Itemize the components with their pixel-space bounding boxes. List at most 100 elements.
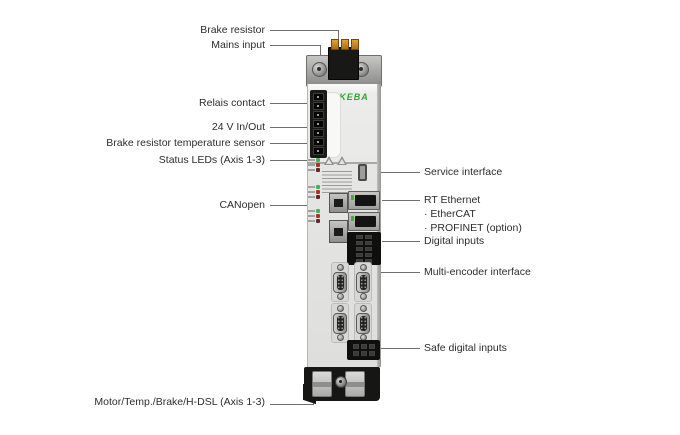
encoder-dsub-connector xyxy=(354,262,372,302)
status-led-off xyxy=(316,195,320,199)
status-led-off xyxy=(316,168,320,172)
label-relais-contact: Relais contact xyxy=(199,97,265,109)
service-interface-port xyxy=(358,164,367,181)
leader-line xyxy=(270,127,311,128)
status-led-green xyxy=(316,158,320,162)
label-brake-resistor-temp-sensor: Brake resistor temperature sensor xyxy=(106,137,265,149)
label-digital-inputs: Digital inputs xyxy=(424,235,485,247)
leader-line xyxy=(270,103,311,104)
jack-screw xyxy=(336,264,344,271)
status-led-red xyxy=(316,163,320,167)
jack-screw xyxy=(359,293,367,300)
24v-terminal xyxy=(313,111,324,119)
status-led-off xyxy=(316,219,320,223)
leader-line xyxy=(368,172,420,173)
label-rt-ethernet: RT Ethernet xyxy=(424,194,481,206)
label-brake-resistor: Brake resistor xyxy=(200,24,265,36)
label-status-leds: Status LEDs (Axis 1-3) xyxy=(158,154,265,166)
dsub-shell xyxy=(356,271,370,293)
label-safe-digital-inputs: Safe digital inputs xyxy=(424,342,507,354)
canopen-connector xyxy=(329,220,348,243)
ethernet-port xyxy=(348,191,380,210)
brake-resistor-terminal xyxy=(341,39,349,50)
warning-icon xyxy=(337,156,347,165)
led-label-mark xyxy=(308,164,315,166)
encoder-dsub-connector xyxy=(354,303,372,343)
brake-resistor-terminal xyxy=(331,39,339,50)
link-led xyxy=(351,195,354,200)
24v-terminal xyxy=(313,120,324,128)
canopen-connector xyxy=(329,193,348,213)
label-motor-temp-brake-hdsl: Motor/Temp./Brake/H-DSL (Axis 1-3) xyxy=(94,396,265,408)
connector-opening xyxy=(334,227,343,236)
motor-connector-base xyxy=(304,367,380,401)
encoder-dsub-connector xyxy=(331,262,349,302)
led-label-mark xyxy=(308,210,315,212)
leader-line xyxy=(338,30,339,46)
warning-fine-print xyxy=(322,171,352,195)
label-canopen: CANopen xyxy=(219,199,265,211)
connector-opening xyxy=(334,199,343,207)
jack-screw xyxy=(336,305,344,312)
label-profinet: · PROFINET (option) xyxy=(424,222,522,234)
temp-sensor-terminal xyxy=(313,138,324,146)
warning-icon xyxy=(324,156,334,165)
led-label-mark xyxy=(308,196,315,198)
screw xyxy=(312,62,327,77)
leader-line xyxy=(270,45,320,46)
leader-line xyxy=(270,143,311,144)
digital-inputs-connector xyxy=(347,232,381,265)
safe-digital-inputs-connector xyxy=(347,340,380,360)
dsub-shell xyxy=(333,312,347,334)
io-terminal-strip xyxy=(310,90,327,158)
label-24v-in-out: 24 V In/Out xyxy=(211,121,265,133)
led-label-mark xyxy=(308,215,315,217)
motor-connector xyxy=(312,371,332,397)
led-label-mark xyxy=(308,186,315,188)
motor-connector xyxy=(345,371,365,397)
rt-ethernet-ports xyxy=(348,191,380,231)
label-mains-input: Mains input xyxy=(211,39,265,51)
link-led xyxy=(351,216,354,221)
status-led-group-axis2 xyxy=(308,185,320,199)
leader-line xyxy=(270,205,330,206)
jack-screw xyxy=(359,264,367,271)
status-led-green xyxy=(316,185,320,189)
screw xyxy=(335,376,347,388)
dsub-shell xyxy=(356,312,370,334)
dsub-pins xyxy=(359,315,367,331)
dsub-shell xyxy=(333,271,347,293)
leader-line xyxy=(270,160,313,161)
leader-line xyxy=(381,348,420,349)
label-service-interface: Service interface xyxy=(424,166,503,178)
label-multi-encoder-interface: Multi-encoder interface xyxy=(424,266,531,278)
status-led-group-axis1 xyxy=(308,158,320,172)
label-ethercat: · EtherCAT xyxy=(424,208,476,220)
led-label-mark xyxy=(308,159,315,161)
relais-contact-terminal xyxy=(313,102,324,110)
status-led-red xyxy=(316,190,320,194)
leader-line xyxy=(270,404,314,405)
leader-line xyxy=(270,30,338,31)
jack-screw xyxy=(336,334,344,341)
encoder-dsub-connector xyxy=(331,303,349,343)
led-label-mark xyxy=(308,220,315,222)
dsub-pins xyxy=(336,315,344,331)
jack-screw xyxy=(336,293,344,300)
status-led-red xyxy=(316,214,320,218)
24v-terminal xyxy=(313,129,324,137)
mains-input-connector xyxy=(328,47,359,80)
dsub-pins xyxy=(359,274,367,290)
status-led-group-axis3 xyxy=(308,209,320,223)
jack-screw xyxy=(359,305,367,312)
relais-contact-terminal xyxy=(313,93,324,101)
leader-line xyxy=(382,200,420,201)
leader-line xyxy=(320,45,321,58)
led-label-mark xyxy=(308,169,315,171)
mains-terminal xyxy=(351,39,359,50)
ethernet-port xyxy=(348,212,380,231)
status-led-green xyxy=(316,209,320,213)
leader-line xyxy=(382,241,420,242)
